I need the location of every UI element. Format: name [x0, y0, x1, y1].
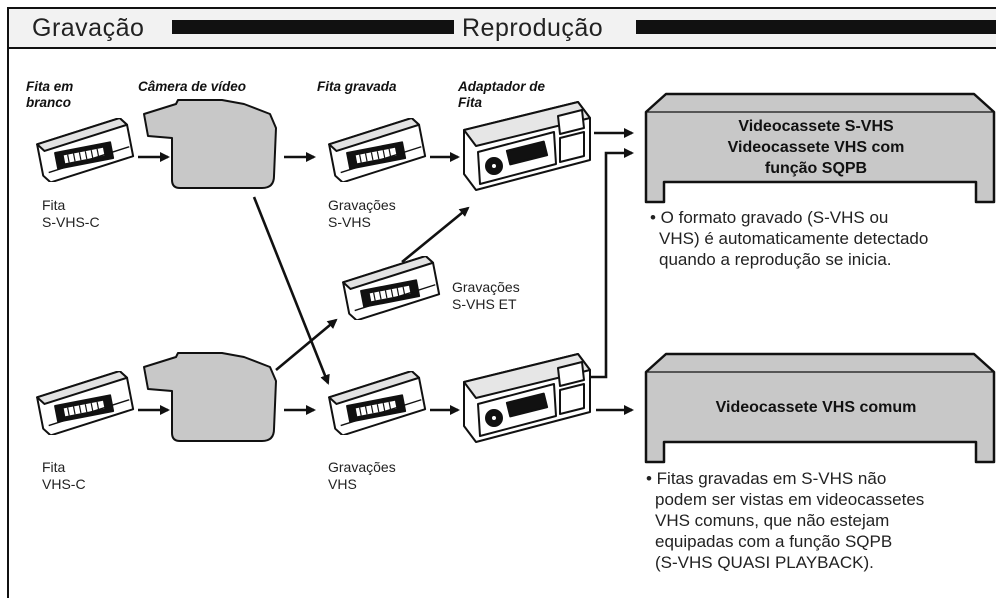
- recording-heading: Gravação: [32, 14, 145, 42]
- cassette-icon: [36, 371, 135, 435]
- tape-adapter-icon: [463, 353, 591, 443]
- cassette-icon: [36, 118, 135, 182]
- svhs-note: • O formato gravado (S-VHS ou VHS) é aut…: [650, 208, 929, 269]
- arrow-icon: [275, 318, 338, 371]
- rec-svhs-label: Gravações S-VHS: [328, 197, 396, 230]
- vcr-icon: [644, 92, 996, 204]
- camera-caption: Câmera de vídeo: [138, 79, 247, 94]
- playback-heading: Reprodução: [462, 14, 604, 42]
- recorded-tape-caption: Fita gravada: [317, 79, 397, 94]
- cassette-icon: [328, 118, 427, 182]
- tape-vhs-c-label: Fita VHS-C: [42, 459, 86, 492]
- tape-adapter-icon: [463, 101, 591, 191]
- cassette-icon: [342, 256, 441, 320]
- arrow-icon: [578, 148, 634, 379]
- heading-bar-right: [636, 20, 996, 34]
- tape-svhs-c-label: Fita S-VHS-C: [42, 197, 100, 230]
- vcr-svhs-title: Videocassete S-VHS Videocassete VHS com …: [727, 118, 905, 177]
- vcr-icon: [644, 352, 996, 464]
- adapter-caption: Adaptador de Fita: [458, 79, 546, 110]
- arrow-icon: [252, 196, 330, 385]
- rec-vhs-label: Gravações VHS: [328, 459, 396, 492]
- arrow-icon: [401, 206, 470, 264]
- blank-tape-caption: Fita em branco: [26, 79, 74, 110]
- cassette-icon: [328, 371, 427, 435]
- camcorder-icon: [143, 99, 277, 189]
- camcorder-icon: [143, 352, 277, 442]
- rec-svhs-et-label: Gravações S-VHS ET: [452, 279, 520, 312]
- vhs-note: • Fitas gravadas em S-VHS não podem ser …: [646, 469, 925, 572]
- header-rule: [9, 47, 996, 49]
- vcr-vhs-title: Videocassete VHS comum: [715, 399, 917, 416]
- heading-bar-left: [172, 20, 454, 34]
- diagram-frame: [7, 7, 996, 598]
